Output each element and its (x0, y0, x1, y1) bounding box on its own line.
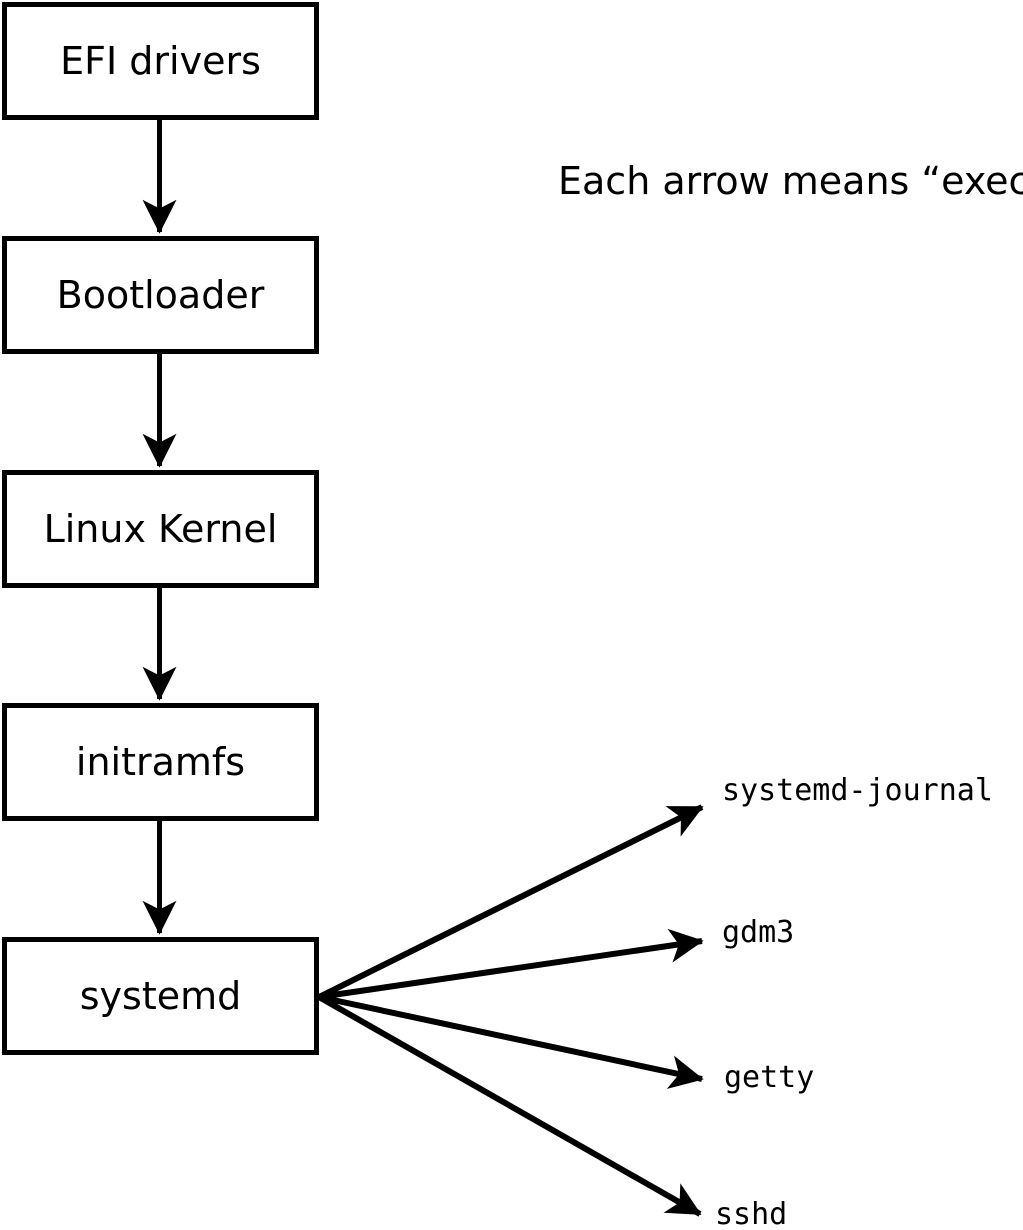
label-getty: getty (724, 1060, 815, 1095)
box-linux-kernel-label: Linux Kernel (43, 507, 278, 551)
box-bootloader: Bootloader (2, 236, 319, 354)
box-efi-drivers-label: EFI drivers (60, 39, 261, 83)
box-systemd-label: systemd (79, 974, 242, 1018)
box-initramfs-label: initramfs (75, 740, 246, 784)
arrow-systemd-to-gdm3 (318, 928, 704, 1000)
diagram-caption: Each arrow means “executes”. (558, 159, 1023, 203)
box-bootloader-label: Bootloader (56, 273, 265, 317)
label-sshd: sshd (715, 1197, 788, 1230)
box-linux-kernel: Linux Kernel (2, 470, 319, 588)
box-initramfs: initramfs (2, 703, 319, 821)
arrow-systemd-to-sshd (317, 994, 702, 1217)
label-systemd-journal: systemd-journal (722, 773, 993, 808)
box-efi-drivers: EFI drivers (2, 2, 319, 120)
label-gdm3: gdm3 (722, 915, 795, 950)
arrow-systemd-to-getty (318, 994, 704, 1089)
box-systemd: systemd (2, 937, 319, 1055)
arrow-systemd-to-journal (317, 804, 704, 1000)
